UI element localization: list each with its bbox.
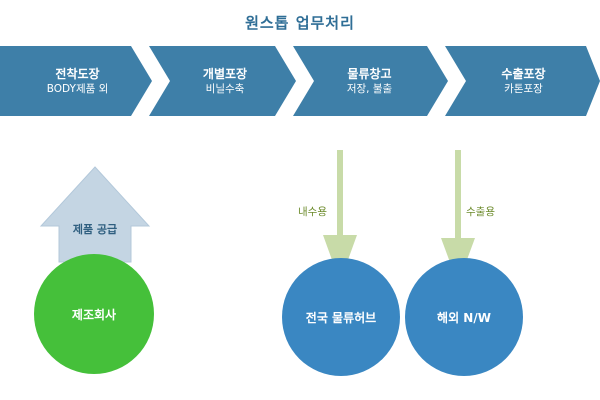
step-individual-packing: 개별포장 비닐수축: [170, 46, 280, 116]
export-label: 수출용: [466, 206, 495, 218]
step-label: 전착도장: [55, 66, 100, 81]
step-sub-label: 저장, 불출: [346, 82, 393, 95]
step-logistics-warehouse: 물류창고 저장, 불출: [312, 46, 427, 116]
overseas-network-circle: 해외 N/W: [405, 258, 523, 376]
manufacturer-circle: 제조회사: [34, 254, 154, 374]
domestic-label: 내수용: [298, 206, 327, 218]
chevron-separator-2: [275, 46, 314, 116]
step-label: 물류창고: [347, 66, 392, 81]
step-export-packing: 수출포장 카톤포장: [466, 46, 581, 116]
logistics-hub-label: 전국 물류허브: [305, 310, 377, 325]
chevron-separator-3: [427, 46, 466, 116]
manufacturer-label: 제조회사: [71, 307, 117, 322]
step-electrodeposition: 전착도장 BODY제품 외: [20, 46, 135, 116]
overseas-network-label: 해외 N/W: [437, 310, 491, 325]
page-title: 원스톱 업무처리: [245, 14, 355, 32]
supply-up-arrow: [39, 166, 151, 263]
step-label: 개별포장: [202, 66, 248, 81]
step-label: 수출포장: [501, 66, 546, 81]
logistics-hub-circle: 전국 물류허브: [282, 258, 400, 376]
supply-label: 제품 공급: [72, 223, 118, 236]
step-sub-label: BODY제품 외: [46, 82, 109, 95]
step-sub-label: 비닐수축: [205, 82, 245, 95]
step-sub-label: 카톤포장: [504, 82, 543, 95]
chevron-separator-1: [131, 46, 170, 116]
